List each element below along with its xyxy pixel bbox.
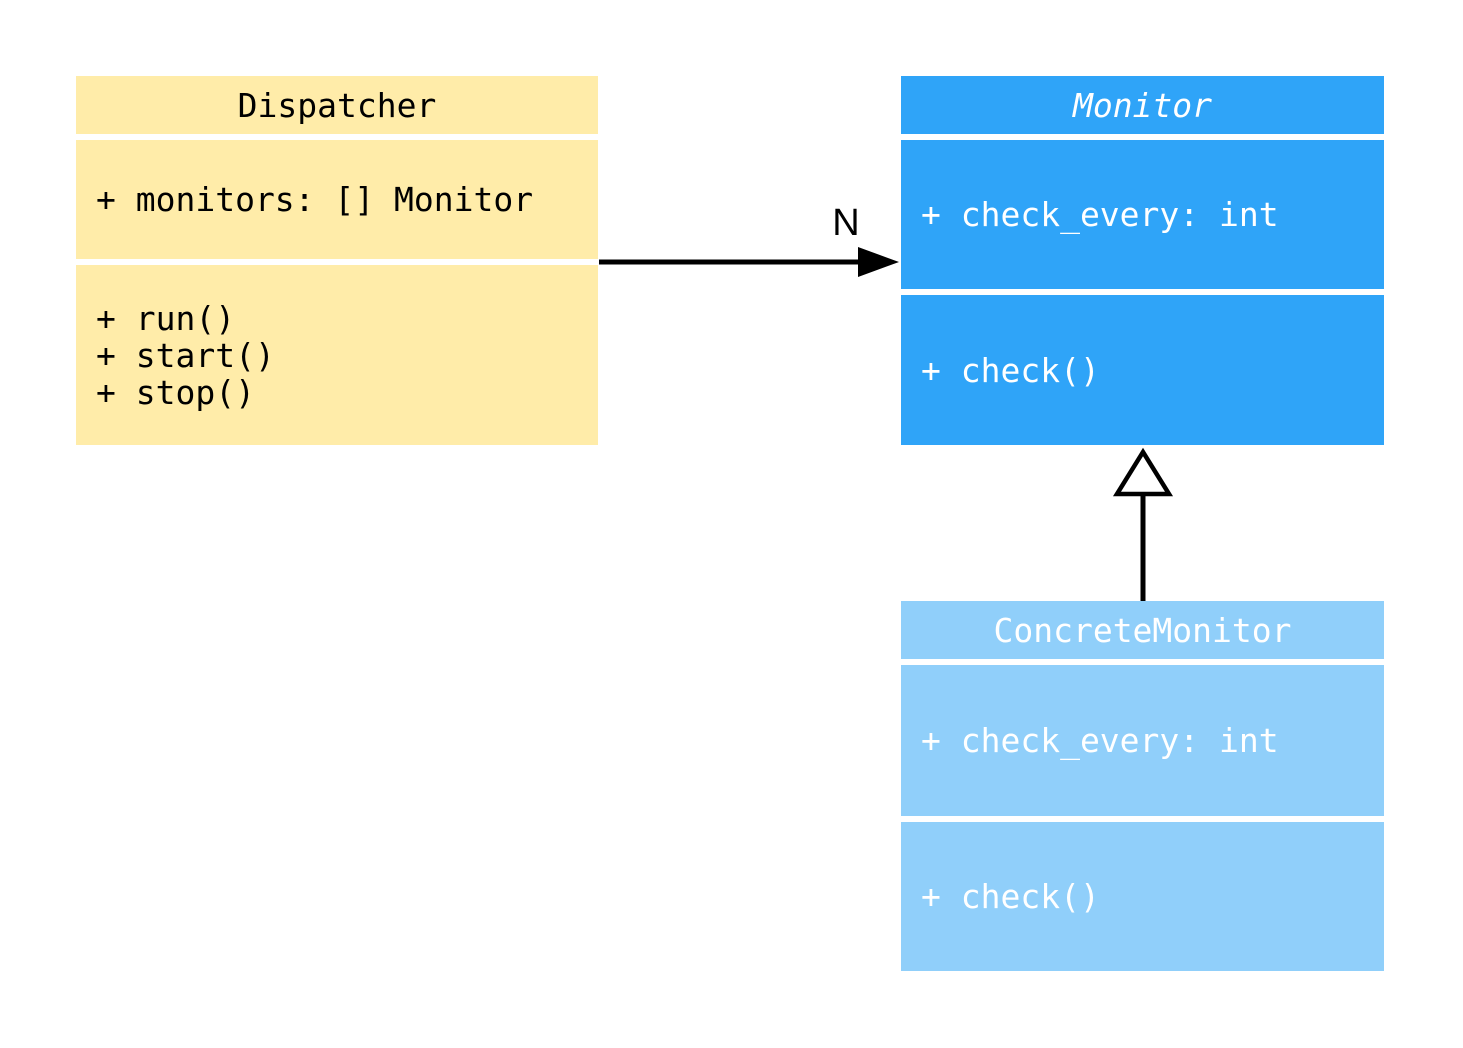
methods-section: + check(): [901, 295, 1384, 445]
attributes-section: + check_every: int: [901, 665, 1384, 816]
method-item: + run(): [96, 298, 236, 338]
attribute-item: + check_every: int: [921, 195, 1279, 234]
method-item: + check(): [921, 877, 1100, 916]
class-title-bar: Monitor: [901, 76, 1384, 134]
class-dispatcher: Dispatcher + monitors: [] Monitor + run(…: [76, 76, 598, 445]
method-item: + stop(): [96, 372, 255, 412]
attribute-item: + check_every: int: [921, 721, 1279, 760]
attribute-item: + monitors: [] Monitor: [96, 180, 534, 219]
method-item: + start(): [96, 335, 275, 375]
attributes-section: + check_every: int: [901, 140, 1384, 289]
method-item: + check(): [921, 350, 1100, 390]
class-title-bar: Dispatcher: [76, 76, 598, 134]
association-arrowhead-icon: [858, 247, 899, 277]
class-name: ConcreteMonitor: [993, 610, 1292, 650]
class-name: Dispatcher: [237, 85, 437, 125]
class-title-bar: ConcreteMonitor: [901, 601, 1384, 659]
class-concretemonitor: ConcreteMonitor + check_every: int + che…: [901, 601, 1384, 971]
class-monitor: Monitor + check_every: int + check(): [901, 76, 1384, 445]
attributes-section: + monitors: [] Monitor: [76, 140, 598, 259]
methods-section: + run() + start() + stop(): [76, 265, 598, 445]
inheritance-triangle-icon: [1112, 447, 1174, 497]
methods-section: + check(): [901, 822, 1384, 971]
association-multiplicity-label: N: [832, 202, 860, 244]
class-name: Monitor: [1072, 85, 1213, 125]
